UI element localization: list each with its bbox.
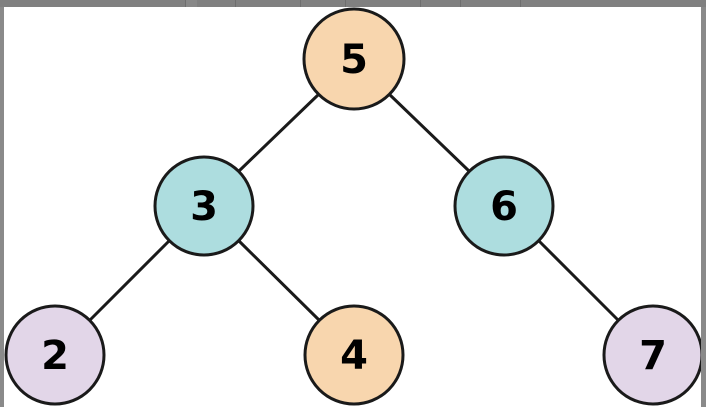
node-label-2: 2 [41, 333, 69, 379]
tree-node-3[interactable]: 3 [153, 155, 255, 257]
toolbar-divider [345, 0, 346, 7]
binary-tree-svg: 5 3 6 2 4 7 [4, 7, 701, 406]
toolbar-divider [300, 0, 301, 7]
node-label-5: 5 [340, 37, 368, 83]
node-label-4: 4 [340, 333, 368, 379]
tree-nodes-group: 5 3 6 2 4 7 [4, 7, 701, 406]
toolbar-divider [235, 0, 236, 7]
toolbar-divider [420, 0, 421, 7]
tree-edge-n5-n6 [387, 92, 471, 173]
node-circle-3[interactable] [153, 155, 255, 257]
window-left-border [0, 7, 4, 407]
toolbar-divider [520, 0, 521, 7]
node-circle-4[interactable] [303, 304, 405, 406]
node-label-6: 6 [490, 184, 518, 230]
node-circle-2[interactable] [4, 304, 106, 406]
tree-edge-n3-n4 [237, 239, 321, 322]
tree-edge-n5-n3 [237, 92, 321, 173]
tree-node-2[interactable]: 2 [4, 304, 106, 406]
tree-edges-group [88, 92, 620, 322]
diagram-canvas[interactable]: 5 3 6 2 4 7 [4, 7, 701, 407]
toolbar-divider [460, 0, 461, 7]
node-circle-5[interactable] [302, 7, 406, 111]
window-right-border [701, 7, 706, 407]
tree-node-4[interactable]: 4 [303, 304, 405, 406]
tree-edge-n6-n7 [537, 239, 620, 322]
tree-node-5[interactable]: 5 [302, 7, 406, 111]
tree-node-6[interactable]: 6 [453, 155, 555, 257]
toolbar-divider [185, 0, 186, 7]
node-circle-7[interactable] [602, 304, 701, 406]
tree-node-7[interactable]: 7 [602, 304, 701, 406]
node-label-3: 3 [190, 184, 218, 230]
node-label-7: 7 [639, 333, 667, 379]
tree-edge-n3-n2 [88, 239, 171, 322]
toolbar-segment[interactable] [185, 0, 197, 7]
node-circle-6[interactable] [453, 155, 555, 257]
toolbar-strip[interactable] [0, 0, 706, 7]
